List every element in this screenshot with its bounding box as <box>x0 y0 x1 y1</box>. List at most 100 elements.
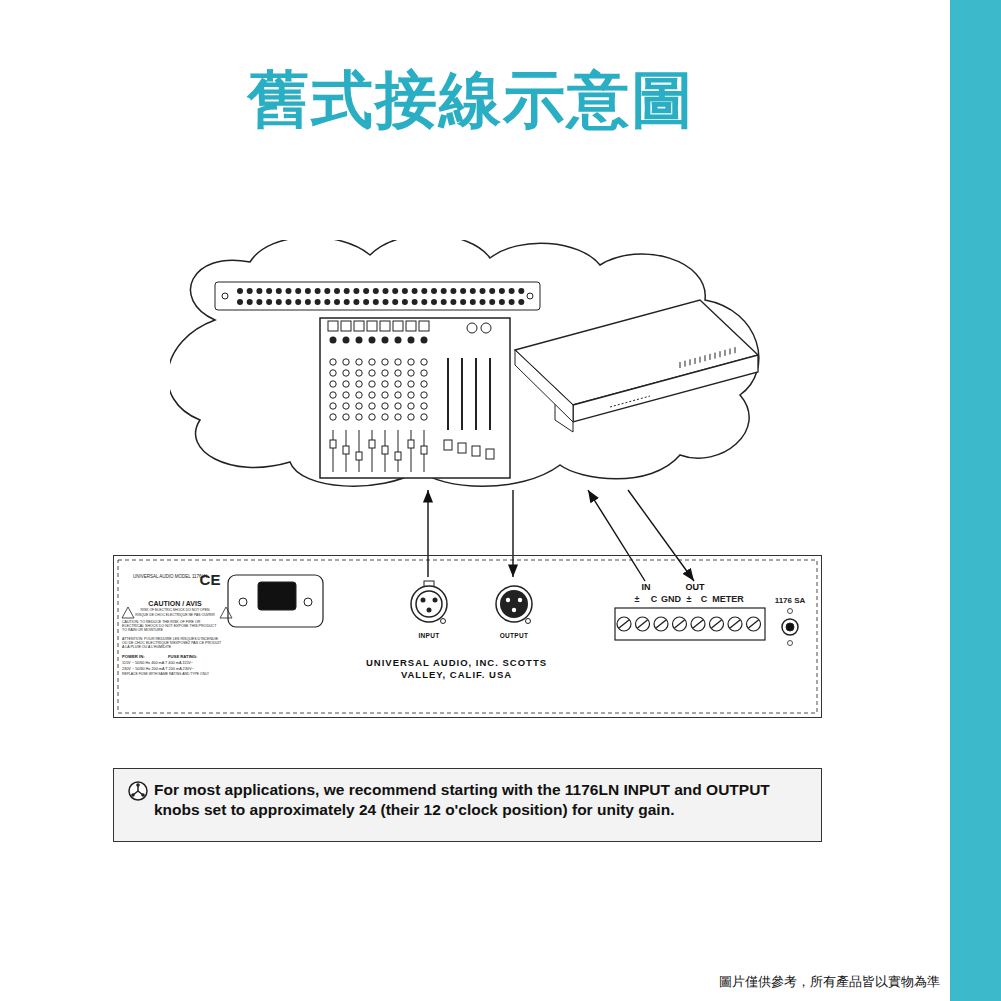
node-label: OUTPUT <box>481 632 547 639</box>
patch-point <box>295 288 301 294</box>
terminal-strip <box>615 608 765 640</box>
node-label: IN <box>642 581 651 594</box>
terminal-label: METER <box>712 595 744 605</box>
mixer-jack <box>408 337 415 344</box>
terminal-screw <box>673 617 687 631</box>
mixer-knob <box>356 381 362 387</box>
patch-point <box>509 299 515 305</box>
mixer-knob <box>421 403 427 409</box>
patch-point <box>421 288 427 294</box>
mixer-jack <box>395 337 402 344</box>
mixer-knob <box>408 414 414 420</box>
mixer-knob <box>408 403 414 409</box>
patch-point <box>489 288 495 294</box>
mixer-input <box>406 321 416 331</box>
patch-bay <box>215 282 540 310</box>
vent <box>700 357 701 363</box>
terminal-screw <box>654 617 668 631</box>
patch-point <box>315 288 321 294</box>
mixer-jack <box>369 337 376 344</box>
patch-point <box>315 299 321 305</box>
title: 舊式接線示意圖 <box>247 58 695 142</box>
panel-label: REPLACE FUSE WITH SAME RATING AND TYPE O… <box>122 673 209 677</box>
mixer-knob <box>395 403 401 409</box>
terminal-label: ± <box>635 595 640 605</box>
screw-slot <box>749 620 759 628</box>
terminal-screw <box>636 617 650 631</box>
patch-point <box>480 299 486 305</box>
mixer-knob <box>369 392 375 398</box>
mixer-knob <box>369 370 375 376</box>
mixer-knob <box>343 381 349 387</box>
patch-point <box>344 288 350 294</box>
jack <box>786 623 794 631</box>
fader-cap <box>486 449 494 459</box>
mixer-knob <box>356 392 362 398</box>
vent <box>680 362 681 368</box>
mixer-knob <box>395 359 401 365</box>
screw <box>304 598 312 606</box>
note-icon <box>127 780 149 802</box>
patch-point <box>450 299 456 305</box>
mixer-knob <box>395 414 401 420</box>
screw-slot <box>619 620 629 628</box>
mixer-jack <box>343 337 350 344</box>
terminal-label: GND <box>661 595 681 605</box>
screw-slot <box>693 620 703 628</box>
patch-point <box>247 288 253 294</box>
rack-unit-front <box>573 355 758 422</box>
panel-label: FUSE RATING: <box>168 655 197 660</box>
patch-point <box>383 288 389 294</box>
xlr-input-jack: INPUT <box>406 577 452 645</box>
mixer-knob <box>330 414 336 420</box>
patch-point <box>373 299 379 305</box>
fader-cap <box>421 446 427 454</box>
vent <box>710 354 711 360</box>
mixer-input <box>354 321 364 331</box>
disclaimer: 圖片僅供參考，所有產品皆以實物為準 <box>719 975 940 989</box>
note-box: For most applications, we recommend star… <box>113 768 822 842</box>
patch-point <box>276 299 282 305</box>
terminal-screw <box>691 617 705 631</box>
patch-point <box>460 288 466 294</box>
mixer-input <box>419 321 429 331</box>
side-bar <box>950 0 1001 1001</box>
fader-cap <box>458 443 466 453</box>
iec-socket <box>258 582 296 610</box>
mixer-knob <box>408 359 414 365</box>
patch-point <box>344 299 350 305</box>
signal-arrow <box>512 490 513 577</box>
patch-point <box>334 299 340 305</box>
rack-hole <box>222 293 228 299</box>
xlr-female-symbol <box>406 577 452 627</box>
mixer-knob <box>369 381 375 387</box>
mixer-knob <box>395 392 401 398</box>
mixer-knob <box>382 403 388 409</box>
patch-point <box>353 288 359 294</box>
mixer-knob <box>356 359 362 365</box>
screw <box>239 598 247 606</box>
rack-unit-side <box>515 350 573 422</box>
signal-arrow <box>588 490 645 581</box>
meter <box>461 358 463 430</box>
mixer-knob <box>382 370 388 376</box>
mixer-input <box>393 321 403 331</box>
vent <box>705 355 706 361</box>
patch-point <box>295 299 301 305</box>
cloud-illustration <box>170 240 770 490</box>
patch-point <box>499 288 505 294</box>
patch-point <box>480 288 486 294</box>
mixer-jack <box>382 337 389 344</box>
jack <box>782 619 798 635</box>
patch-point <box>256 288 262 294</box>
mixer-knob <box>330 359 336 365</box>
mixer-knob <box>343 359 349 365</box>
note-text: For most applications, we recommend star… <box>154 780 805 820</box>
xlr-output-jack: OUTPUT <box>491 577 537 645</box>
mixer-knob <box>343 414 349 420</box>
patch-point <box>363 288 369 294</box>
patch-point <box>334 288 340 294</box>
patch-point <box>431 288 437 294</box>
mixer-jack <box>356 337 363 344</box>
terminal-screw <box>747 617 761 631</box>
